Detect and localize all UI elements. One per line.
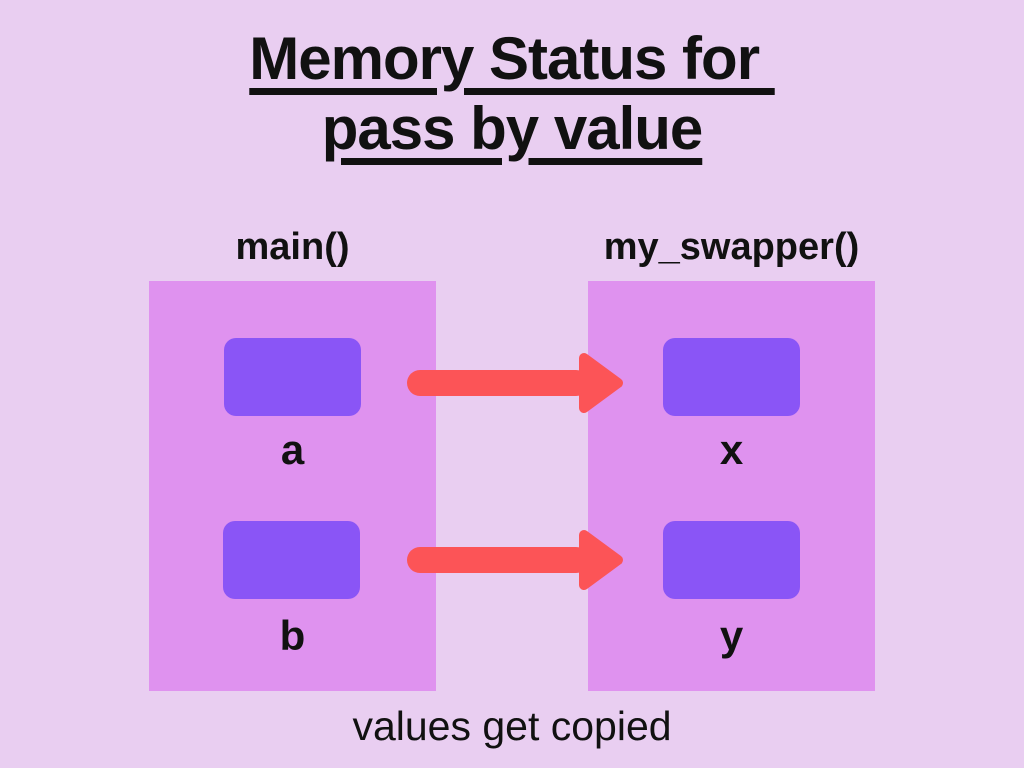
value-box-y — [663, 521, 800, 599]
variable-label-a: a — [280, 426, 305, 473]
variable-label-y: y — [719, 612, 744, 659]
variable-label-b: b — [279, 612, 306, 659]
function-name-my-swapper: my_swapper() — [603, 226, 860, 268]
copy-arrow-b-to-y-icon — [407, 530, 623, 590]
function-name-main: main() — [235, 226, 350, 268]
diagram-title: Memory Status for pass by value — [0, 24, 1024, 164]
variable-label-x: x — [719, 426, 744, 473]
value-box-a — [224, 338, 361, 416]
title-line-1: Memory Status for — [249, 25, 775, 92]
title-line-2: pass by value — [321, 95, 704, 162]
copy-arrow-a-to-x-icon — [407, 353, 623, 413]
value-box-x — [663, 338, 800, 416]
value-box-b — [223, 521, 360, 599]
caption-values-get-copied: values get copied — [352, 703, 672, 749]
